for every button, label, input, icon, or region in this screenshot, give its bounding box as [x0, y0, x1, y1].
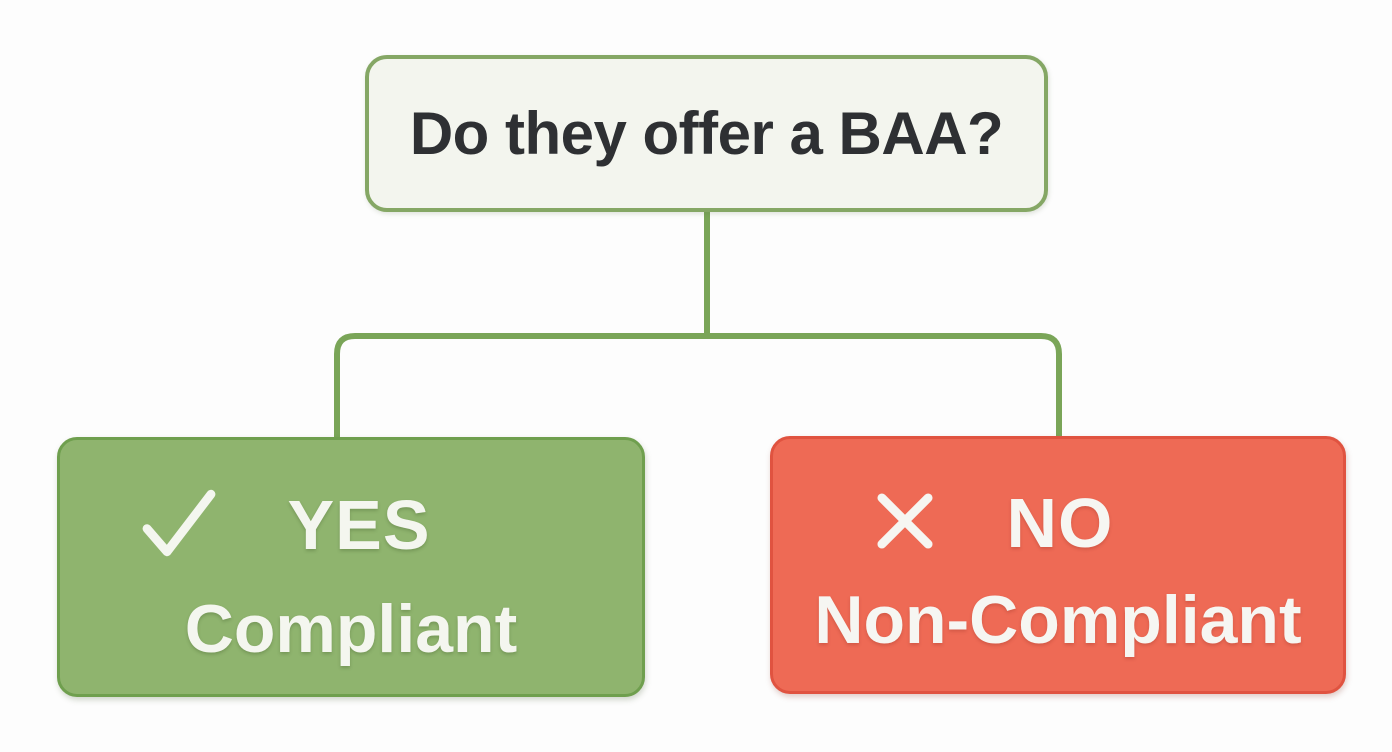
- no-result-label: Non-Compliant: [814, 581, 1302, 658]
- yes-node: YES Compliant: [57, 437, 645, 697]
- decision-node: Do they offer a BAA?: [365, 55, 1048, 212]
- check-icon: [139, 482, 219, 569]
- no-answer-label: NO: [1006, 484, 1114, 562]
- yes-answer-line: YES: [139, 482, 430, 569]
- yes-result-label: Compliant: [184, 590, 518, 667]
- no-node: NO Non-Compliant: [770, 436, 1346, 694]
- x-icon: [871, 487, 939, 560]
- connector-branch: [334, 333, 1062, 438]
- decision-label: Do they offer a BAA?: [409, 100, 1004, 167]
- no-answer-line: NO: [871, 487, 1114, 560]
- yes-answer-label: YES: [287, 486, 431, 564]
